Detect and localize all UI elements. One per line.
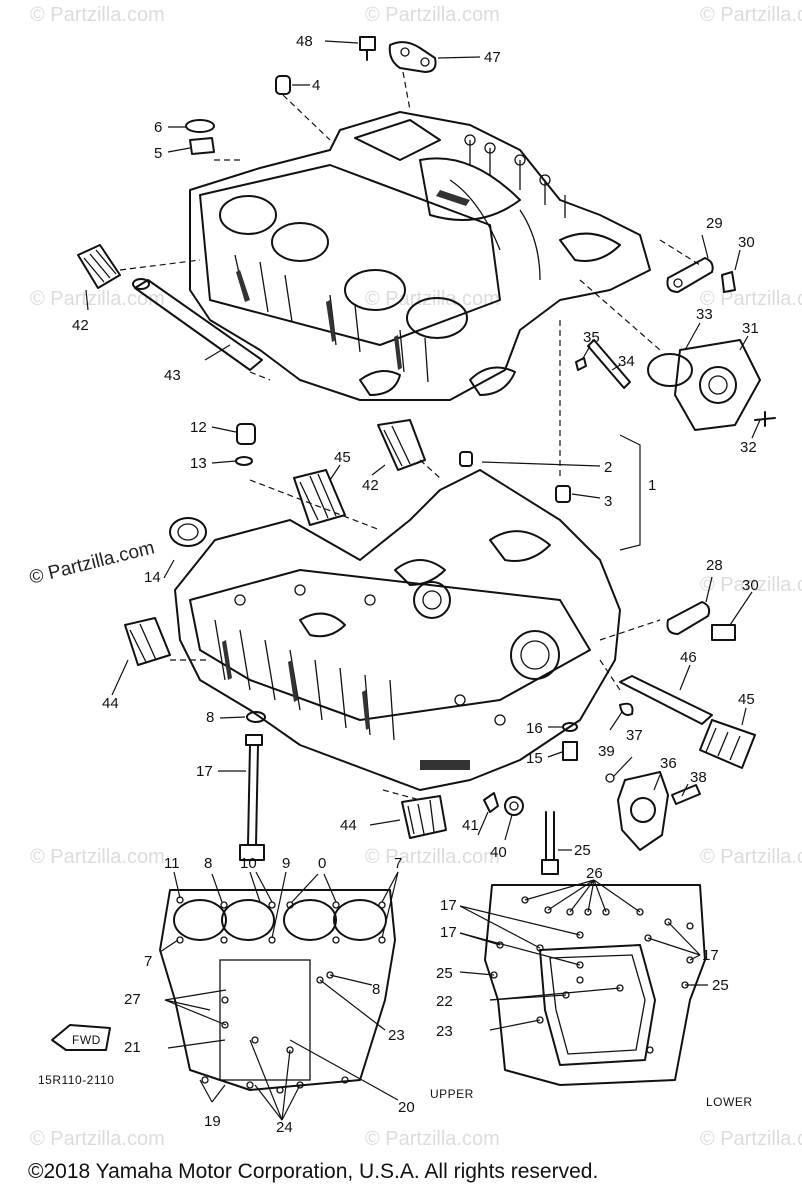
callout-41: 41: [462, 817, 479, 834]
callout-17: 17: [196, 763, 213, 780]
callout-34: 34: [618, 353, 635, 370]
callout-16: 16: [526, 720, 543, 737]
lower-small-parts: [124, 601, 756, 875]
watermark: © Partzilla.com: [700, 574, 802, 596]
lower-bolt-pattern-view: [484, 884, 706, 1086]
callout-27: 27: [124, 991, 141, 1008]
callout-23: 23: [388, 1027, 405, 1044]
callout-26: 26: [586, 865, 603, 882]
upper-view-label: UPPER: [430, 1087, 474, 1101]
callout-38: 38: [690, 769, 707, 786]
assembly-lines-upper: [119, 71, 701, 480]
callout-35: 35: [583, 329, 600, 346]
callout-33: 33: [696, 306, 713, 323]
callout-6: 6: [154, 119, 162, 136]
callout-17b: 17: [440, 897, 457, 914]
callout-42: 42: [72, 317, 89, 334]
callout-15: 15: [526, 750, 543, 767]
callout-39: 39: [598, 743, 615, 760]
callout-17c: 17: [440, 924, 457, 941]
lower-view-label: LOWER: [706, 1095, 753, 1109]
callout-10: 10: [240, 855, 257, 872]
callout-36: 36: [660, 755, 677, 772]
callout-2: 2: [604, 459, 612, 476]
callout-0: 0: [318, 855, 326, 872]
callout-48: 48: [296, 33, 313, 50]
watermark: © Partzilla.com: [365, 1128, 500, 1150]
watermark: © Partzilla.com: [30, 4, 165, 26]
callout-labels: 48 47 4 6 5 29 30 42 43 33 31 35 34 32 1…: [38, 33, 759, 1136]
callout-43: 43: [164, 367, 181, 384]
watermark: © Partzilla.com: [700, 1128, 802, 1150]
watermark: © Partzilla.com: [700, 4, 802, 26]
callout-23b: 23: [436, 1023, 453, 1040]
callout-3: 3: [604, 493, 612, 510]
watermark: © Partzilla.com: [365, 4, 500, 26]
callout-40: 40: [490, 844, 507, 861]
callout-1: 1: [648, 477, 656, 494]
watermark: © Partzilla.com: [30, 288, 165, 310]
top-small-parts: [77, 36, 776, 431]
upper-crankcase: [189, 111, 651, 401]
callout-22: 22: [436, 993, 453, 1010]
watermark: © Partzilla.com: [700, 288, 802, 310]
callout-31: 31: [742, 320, 759, 337]
callout-25: 25: [574, 842, 591, 859]
upper-bolt-pattern-view: FWD: [51, 889, 396, 1094]
watermark: © Partzilla.com: [700, 846, 802, 868]
callout-7b: 7: [144, 953, 152, 970]
watermark: © Partzilla.com: [30, 1128, 165, 1150]
callout-9: 9: [282, 855, 290, 872]
callout-45b: 45: [738, 691, 755, 708]
callout-24: 24: [276, 1119, 293, 1136]
callout-17d: 17: [702, 947, 719, 964]
callout-20: 20: [398, 1099, 415, 1116]
callout-5: 5: [154, 145, 162, 162]
callout-8b: 8: [204, 855, 212, 872]
callout-37: 37: [626, 727, 643, 744]
callout-44: 44: [102, 695, 119, 712]
callout-25c: 25: [712, 977, 729, 994]
callout-47: 47: [484, 49, 501, 66]
callout-44b: 44: [340, 817, 357, 834]
copyright-notice: ©2018 Yamaha Motor Corporation, U.S.A. A…: [28, 1160, 599, 1183]
watermark: © Partzilla.com: [365, 846, 500, 868]
leader-lines: [85, 40, 761, 1121]
callout-30b: 30: [742, 577, 759, 594]
callout-45: 45: [334, 449, 351, 466]
callout-8: 8: [206, 709, 214, 726]
callout-32: 32: [740, 439, 757, 456]
callout-30: 30: [738, 234, 755, 251]
callout-14: 14: [144, 569, 161, 586]
callout-7: 7: [394, 855, 402, 872]
callout-21: 21: [124, 1039, 141, 1056]
watermark: © Partzilla.com: [30, 846, 165, 868]
callout-29: 29: [706, 215, 723, 232]
diagram-code: 15R110-2110: [38, 1073, 114, 1087]
callout-28: 28: [706, 557, 723, 574]
callout-46: 46: [680, 649, 697, 666]
callout-42b: 42: [362, 477, 379, 494]
callout-8c: 8: [372, 981, 380, 998]
lower-crankcase: [174, 469, 621, 791]
mid-small-parts: [169, 419, 641, 551]
callout-11: 11: [164, 855, 180, 872]
callout-4: 4: [312, 77, 320, 94]
callout-19: 19: [204, 1113, 221, 1130]
callout-13: 13: [190, 455, 207, 472]
callout-12: 12: [190, 419, 207, 436]
front-arrow-label: FWD: [72, 1033, 101, 1047]
callout-25b: 25: [436, 965, 453, 982]
